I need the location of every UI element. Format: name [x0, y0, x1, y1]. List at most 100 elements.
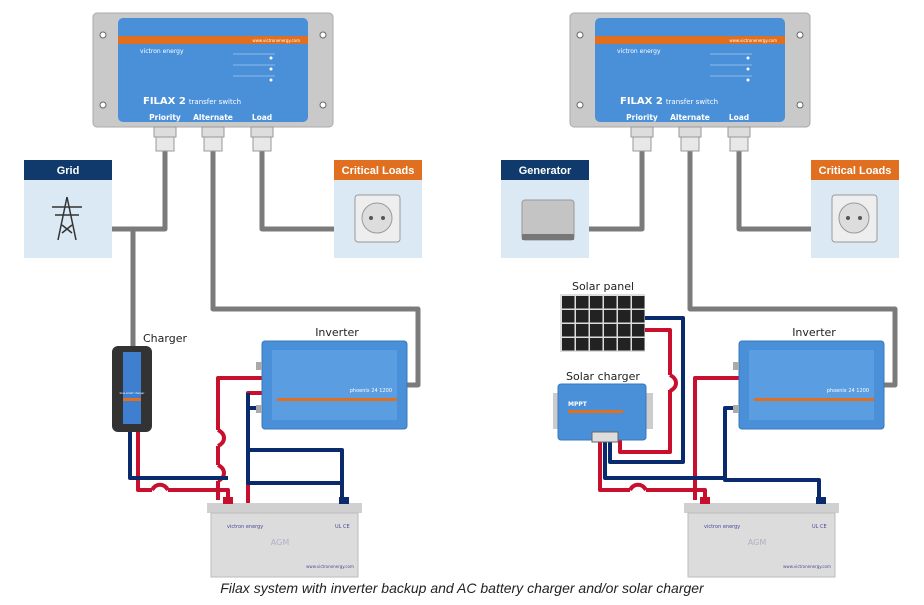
cable-gland: [153, 126, 177, 138]
dc-terminal: [733, 405, 739, 413]
battery-lid: [207, 503, 362, 513]
solar-charger-label: Solar charger: [566, 370, 640, 383]
cable-gland-nut: [729, 136, 749, 152]
solar-cell: [562, 296, 575, 309]
grid-tag-label: Grid: [57, 165, 80, 177]
screw-hole: [796, 31, 804, 39]
cable-gland-nut: [203, 136, 223, 152]
switch-subtitle: transfer switch: [666, 98, 718, 106]
battery: [687, 512, 836, 578]
solar-cell: [618, 338, 631, 351]
battery: [210, 512, 359, 578]
solar-cell: [618, 296, 631, 309]
status-led: [746, 67, 750, 71]
port-label-0: Priority: [149, 113, 181, 122]
negative-terminal: [339, 497, 349, 504]
screw-hole: [319, 101, 327, 109]
solar-panel-label: Solar panel: [572, 280, 634, 293]
socket-pin: [858, 216, 862, 220]
solar-cell: [604, 296, 617, 309]
solar-panel: [560, 294, 645, 352]
cable-gland-nut: [155, 136, 175, 152]
pv-positive: [618, 328, 672, 454]
mppt-terminal-block: [591, 431, 619, 443]
solar-cell: [576, 310, 589, 323]
inverter-label: Inverter: [792, 326, 836, 339]
cable-gland-nut: [632, 136, 652, 152]
battery-type: AGM: [271, 538, 290, 547]
inverter-dc-positive: [693, 376, 739, 500]
port-label-1: Alternate: [193, 113, 233, 122]
grid-tag: [24, 160, 112, 180]
critical-loads-tag-label: Critical Loads: [342, 165, 415, 177]
screw-hole: [796, 101, 804, 109]
inverter-stripe: [754, 398, 874, 401]
solar-cell: [590, 310, 603, 323]
port-label-2: Load: [252, 113, 272, 122]
solar-cell: [618, 310, 631, 323]
screw-hole: [319, 31, 327, 39]
solar-cell: [632, 296, 645, 309]
negative-terminal: [816, 497, 826, 504]
solar-cell: [618, 324, 631, 337]
generator-ac-wire: [589, 150, 645, 232]
charger-dc-negative: [128, 432, 344, 500]
solar-cell: [562, 324, 575, 337]
fuse: [628, 482, 648, 492]
battery-type: AGM: [748, 538, 767, 547]
socket-recess: [361, 202, 393, 234]
battery-lid: [684, 503, 839, 513]
screw-hole: [576, 101, 584, 109]
inverter-label: Inverter: [315, 326, 359, 339]
orange-stripe: [118, 36, 308, 44]
solar-cell: [576, 338, 589, 351]
load-ac-wire: [259, 150, 355, 232]
ac-terminal: [256, 362, 262, 370]
charger-face: [123, 352, 141, 424]
fuse: [150, 482, 170, 492]
fuse: [668, 373, 678, 393]
status-led: [269, 56, 273, 60]
figure-caption: Filax system with inverter backup and AC…: [220, 580, 704, 596]
solar-cell: [604, 324, 617, 337]
positive-terminal: [700, 497, 710, 504]
mppt-stripe: [568, 410, 623, 413]
cable-gland: [630, 126, 654, 138]
victron-logo-text: victron energy: [140, 48, 184, 55]
generator-tag: [501, 160, 589, 180]
socket-pin: [846, 216, 850, 220]
mppt-label: MPPT: [568, 401, 588, 408]
status-led: [746, 56, 750, 60]
solar-cell: [604, 338, 617, 351]
dc-terminal: [256, 405, 262, 413]
generator-tag-label: Generator: [519, 165, 572, 177]
solar-cell: [632, 310, 645, 323]
switch-url: www.victronenergy.com: [729, 38, 777, 43]
filax-transfer-switch: www.victronenergy.com victron energyFILAX…: [569, 12, 811, 152]
switch-model: FILAX 2: [620, 96, 663, 107]
switch-model: FILAX 2: [143, 96, 186, 107]
battery-marks: UL CE: [812, 524, 827, 530]
port-label-0: Priority: [626, 113, 658, 122]
port-label-2: Load: [729, 113, 749, 122]
socket-recess: [838, 202, 870, 234]
battery-url: www.victronenergy.com: [783, 564, 831, 569]
fuse: [216, 428, 226, 448]
grid-panel: [24, 180, 112, 258]
power-pylon-icon: [52, 196, 82, 241]
ac-terminal: [733, 362, 739, 370]
victron-logo-text: victron energy: [617, 48, 661, 55]
cable-gland-nut: [252, 136, 272, 152]
solar-cell: [632, 324, 645, 337]
switch-subtitle: transfer switch: [189, 98, 241, 106]
grid-ac-wire: [112, 150, 168, 232]
solar-cell: [562, 310, 575, 323]
cable-gland: [201, 126, 225, 138]
battery-url: www.victronenergy.com: [306, 564, 354, 569]
battery-brand: victron energy: [704, 524, 740, 530]
cable-gland: [678, 126, 702, 138]
port-label-1: Alternate: [670, 113, 710, 122]
status-led: [269, 78, 273, 82]
